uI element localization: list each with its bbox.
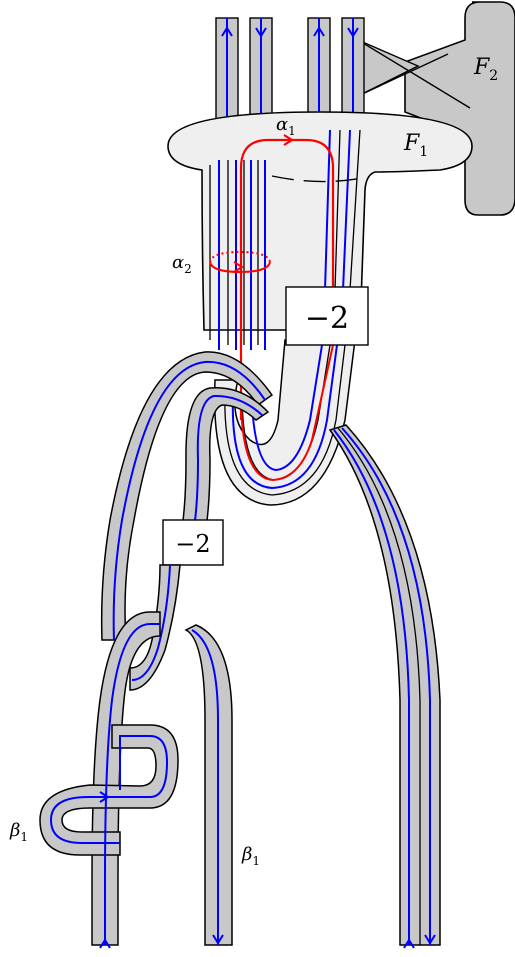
arrow-right-icon [233, 261, 244, 273]
right-knot-band [184, 624, 233, 946]
left-band-strand [112, 360, 266, 641]
alpha2-back [209, 250, 271, 263]
left-descending-band [100, 351, 274, 641]
arrow-up-icon [99, 938, 111, 949]
right-band-strand [333, 429, 410, 945]
top-bands [215, 17, 365, 121]
label-beta1-left: β1 [9, 820, 28, 844]
label-f1: F1 [403, 131, 428, 160]
u-loop-strand [231, 344, 338, 490]
arrow-down-icon [347, 27, 359, 38]
twist-box-upper: −2 [285, 286, 369, 346]
f1-strand [342, 129, 351, 291]
alpha2-front [209, 261, 271, 274]
lower-band-strand [131, 564, 171, 681]
surface-f1 [167, 111, 473, 350]
inner-band-strand [191, 394, 263, 541]
arrow-right-icon [99, 791, 110, 803]
surface-f2 [357, 1, 515, 216]
twist-box-lower: −2 [162, 519, 224, 566]
curve-alpha2 [209, 250, 271, 274]
labels: F2 F1 α1 α2 β1 β1 [9, 55, 498, 868]
arrow-up-icon [403, 938, 415, 949]
left-band-shape [100, 351, 274, 641]
right-band-outer [328, 424, 441, 946]
surface-f2-shape [404, 1, 515, 216]
f1-strand [324, 129, 331, 291]
twist-box-lower-label: −2 [175, 530, 210, 558]
knot-main-strand [104, 623, 160, 945]
right-band-strand [341, 427, 431, 945]
knot-loop-strand [49, 735, 169, 844]
twist-box-lower-rect [162, 519, 224, 566]
label-alpha2: α2 [172, 252, 192, 276]
u-loop-strand [251, 344, 323, 472]
left-knot-band [39, 611, 179, 949]
u-loop-red [240, 344, 334, 482]
f1-cord [334, 129, 341, 291]
arrow-down-icon [424, 934, 436, 945]
f2-cross-line-1 [357, 39, 471, 109]
u-loop-cord [224, 344, 346, 496]
knot-loop-band [39, 724, 179, 856]
label-f2: F2 [473, 55, 498, 84]
f1-back-line [271, 175, 363, 183]
right-knot-strand [191, 629, 219, 945]
f1-cord [349, 129, 361, 291]
right-knot-band-shape [184, 624, 233, 946]
twist-box-upper-label: −2 [305, 301, 349, 336]
label-alpha1: α1 [276, 114, 296, 138]
label-beta1-right: β1 [241, 844, 260, 868]
arrow-down-icon [212, 934, 224, 945]
arrow-up-icon [313, 26, 325, 37]
twist-box-upper-rect [285, 286, 369, 346]
arrow-down-icon [255, 27, 267, 38]
right-descending-bands [328, 424, 441, 949]
arrow-up-icon [221, 26, 233, 37]
arrow-right-icon [283, 134, 295, 146]
f2-cross-line-2 [357, 53, 449, 97]
right-band-cord [337, 427, 421, 945]
